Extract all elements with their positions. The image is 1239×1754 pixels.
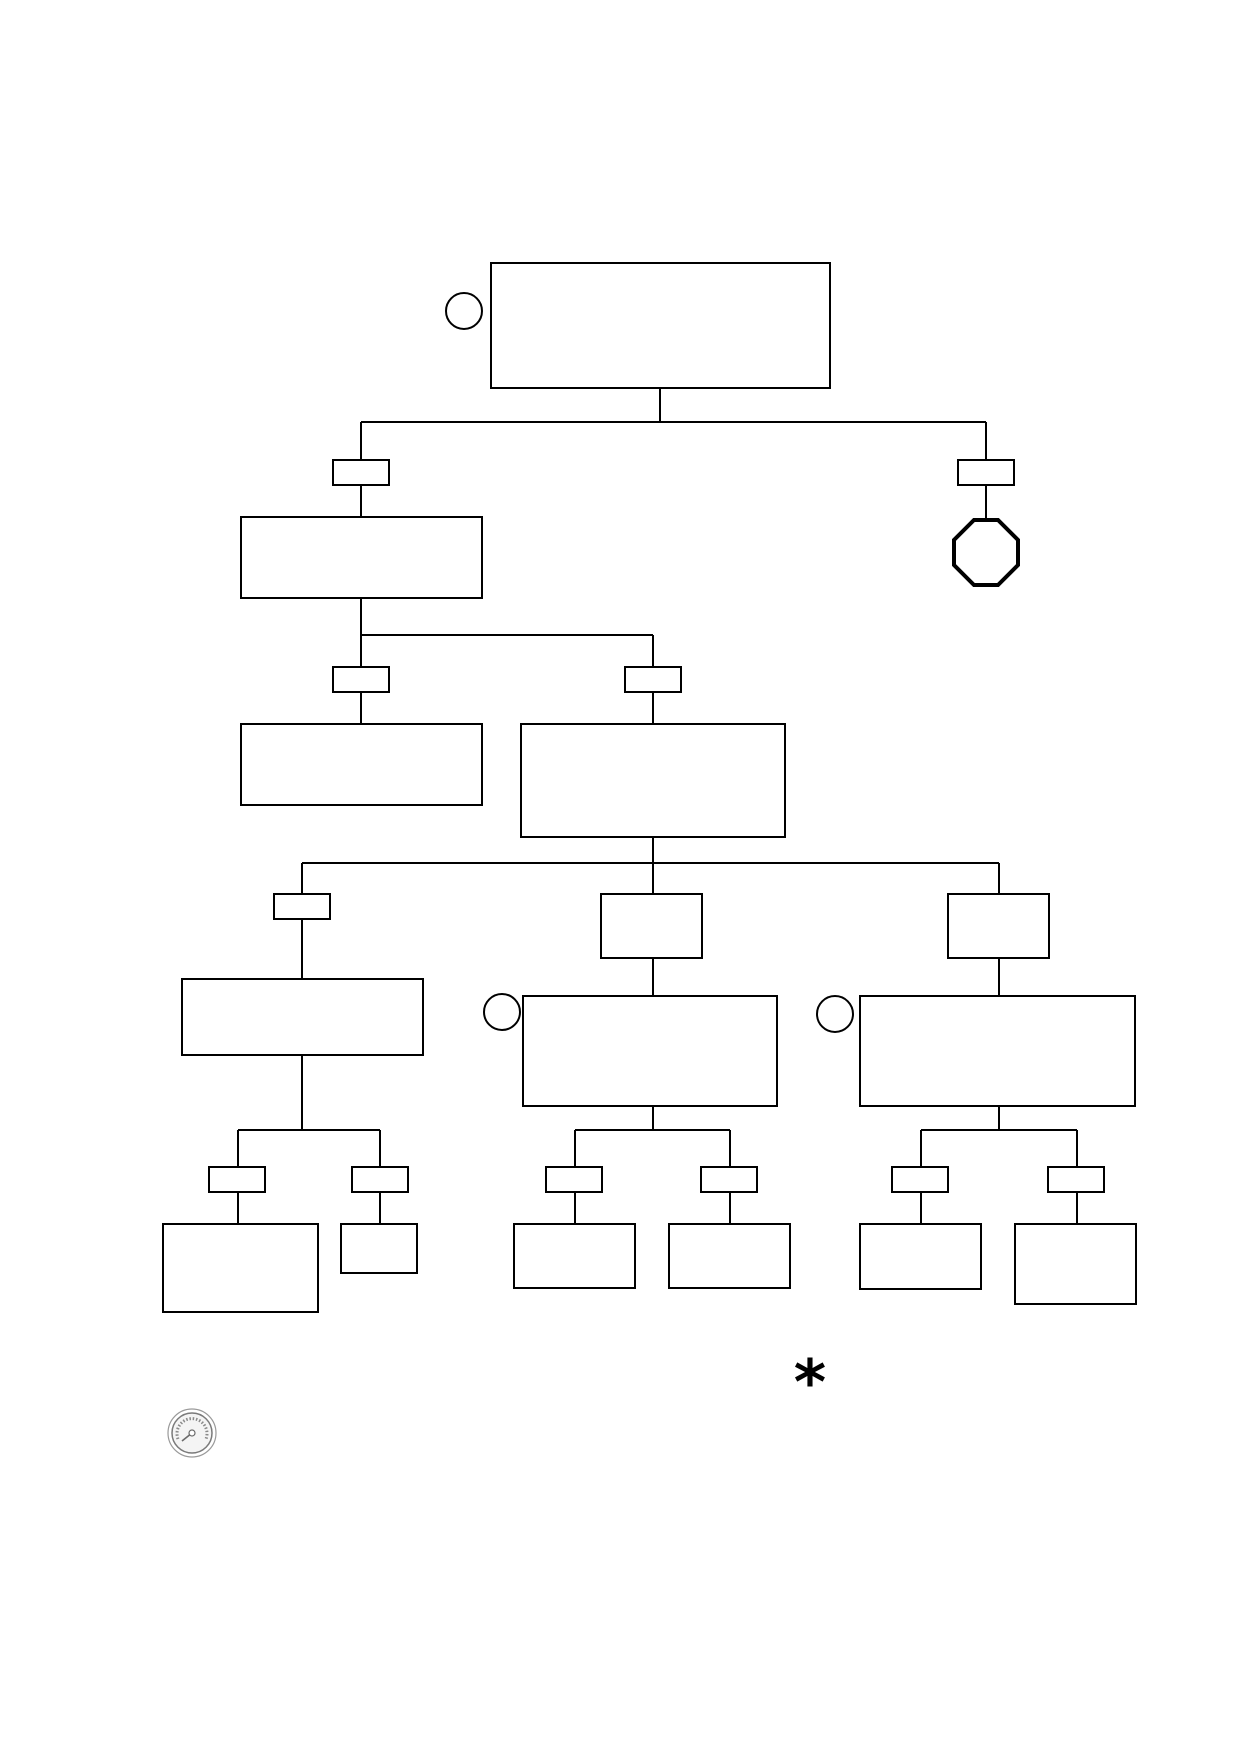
node-level3-center [522,995,778,1107]
node-level2-left [240,723,483,806]
condition-label [208,1166,266,1193]
branch-box-center [600,893,703,959]
leaf-node-3 [513,1223,636,1289]
condition-label [273,893,331,920]
condition-label [545,1166,603,1193]
leaf-node-4 [668,1223,791,1289]
condition-label [1047,1166,1105,1193]
marker-circle [816,995,854,1033]
speedometer-icon [167,1408,217,1458]
condition-label [332,666,390,693]
marker-circle [483,993,521,1031]
connector-level3-center [574,1106,731,1224]
node-level1-left [240,516,483,599]
condition-label [957,459,1015,486]
root-node [490,262,831,389]
connector-level2 [301,837,1000,996]
connector-level3-right [920,1106,1078,1224]
stop-octagon-icon [952,518,1020,587]
leaf-node-2 [340,1223,418,1274]
condition-label [624,666,682,693]
connector-level3-left [237,1055,381,1224]
node-level2-right [520,723,786,838]
condition-label [351,1166,409,1193]
node-level3-right [859,995,1136,1107]
connector-level1 [360,598,654,724]
connector-root [360,388,987,519]
marker-circle [445,292,483,330]
condition-label [891,1166,949,1193]
branch-box-right [947,893,1050,959]
condition-label [700,1166,758,1193]
note-asterisk: * [793,1346,827,1419]
leaf-node-6 [1014,1223,1137,1305]
leaf-node-1 [162,1223,319,1313]
condition-label [332,459,390,486]
node-level3-left [181,978,424,1056]
leaf-node-5 [859,1223,982,1290]
